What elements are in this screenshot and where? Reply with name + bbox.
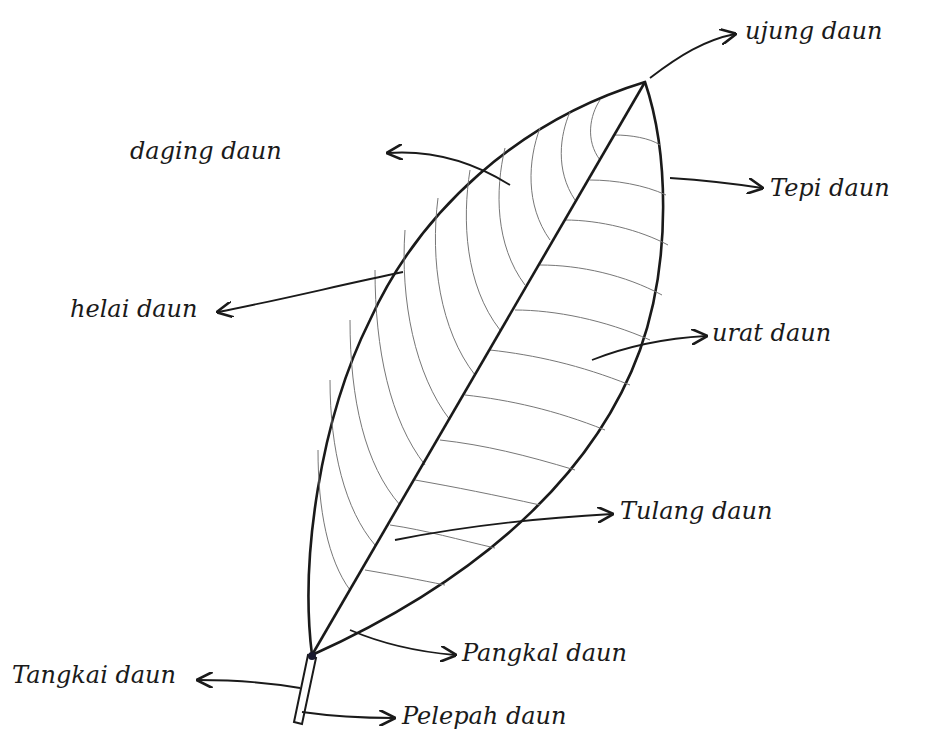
part-label: Pangkal daun	[462, 640, 627, 666]
part-label: Pelepah daun	[402, 703, 567, 729]
part-label: ujung daun	[745, 18, 882, 44]
part-label: Tulang daun	[620, 498, 772, 524]
part-label: helai daun	[70, 296, 198, 322]
part-label: urat daun	[712, 320, 831, 346]
part-label: Tangkai daun	[12, 662, 176, 688]
part-label: daging daun	[130, 138, 282, 164]
part-label: Tepi daun	[770, 175, 890, 201]
